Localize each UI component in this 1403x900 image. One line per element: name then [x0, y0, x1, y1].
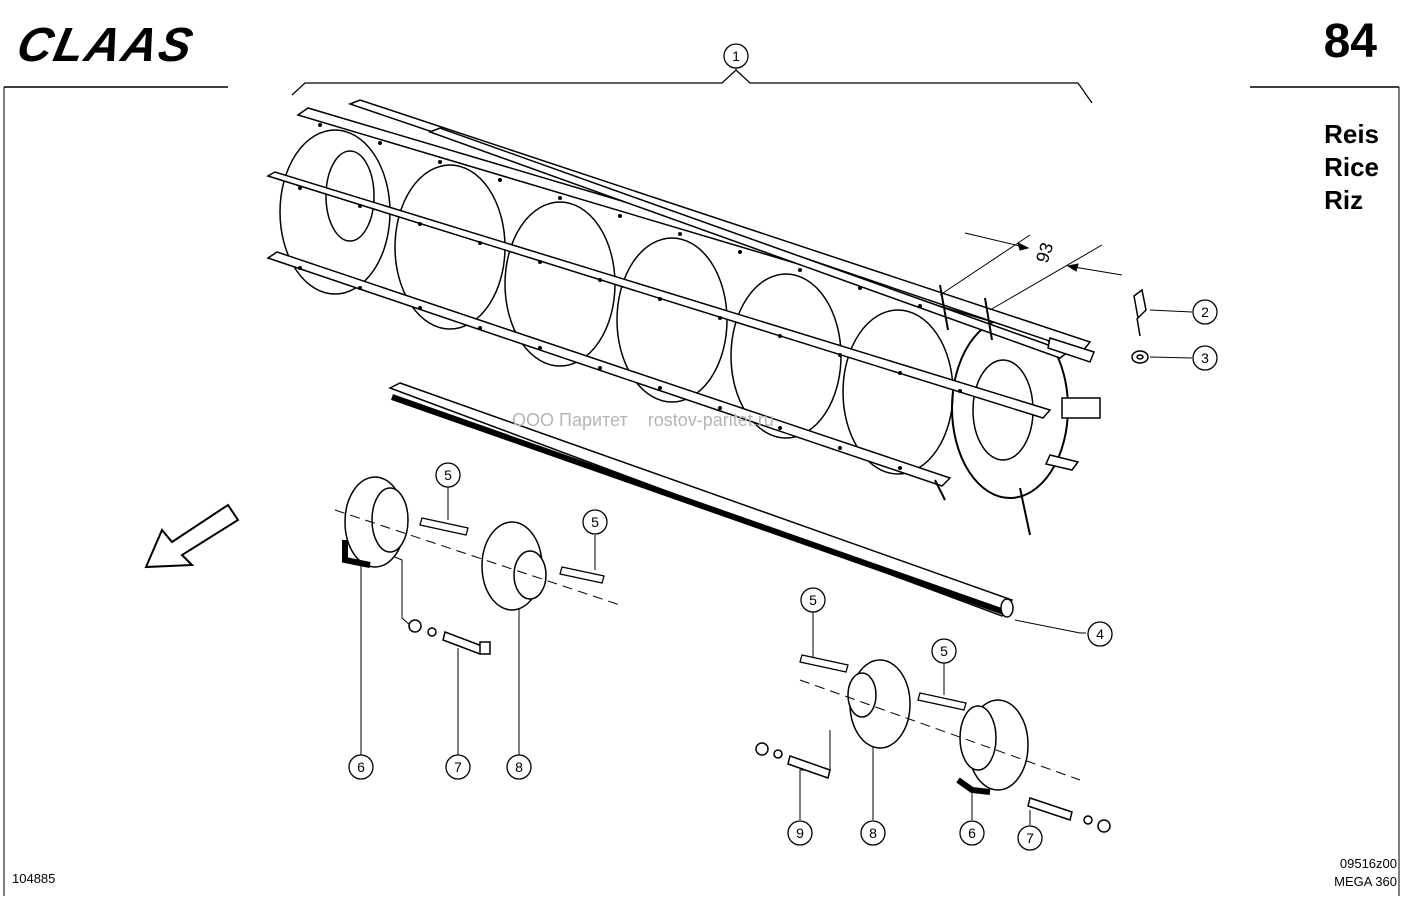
crop-label-list: Reis Rice Riz: [1324, 118, 1379, 217]
callout-8a: 8: [515, 759, 523, 775]
drum-shaft-stub: [1061, 397, 1101, 419]
callout-8b: 8: [869, 825, 877, 841]
drum-clips: [934, 284, 1031, 536]
crop-label-fr: Riz: [1324, 185, 1364, 215]
assembly-bracket: [291, 69, 1093, 104]
header-rules: [3, 86, 1400, 896]
callout-5d: 5: [940, 643, 948, 659]
watermark: ООО Паритет rostov-paritet.ru: [512, 410, 774, 431]
left-flange-set: [334, 476, 621, 655]
main-shaft: [388, 382, 1014, 618]
page-number: 84: [1323, 15, 1377, 68]
threshing-drum-assembly: [266, 99, 1101, 536]
part-nut: [1131, 350, 1149, 364]
dimension-line: [939, 232, 1123, 311]
callout-5a: 5: [444, 467, 452, 483]
keys: [419, 517, 967, 711]
callout-7a: 7: [454, 759, 462, 775]
document-number: 104885: [12, 871, 56, 886]
callout-3: 3: [1201, 350, 1209, 366]
drawing-code: 09516z00: [1339, 856, 1397, 871]
callout-6a: 6: [357, 759, 365, 775]
part-pin: [1133, 288, 1147, 337]
callout-2: 2: [1201, 304, 1209, 320]
callout-bubbles: [348, 43, 1218, 851]
machine-model: MEGA 360: [1334, 874, 1397, 889]
callout-4: 4: [1096, 626, 1104, 642]
direction-arrow-icon: [144, 503, 240, 569]
callout-7b: 7: [1026, 830, 1034, 846]
dimension-label: 93: [1032, 240, 1057, 265]
callout-5c: 5: [809, 592, 817, 608]
callout-1: 1: [732, 48, 740, 64]
watermark-site: rostov-paritet.ru: [647, 410, 774, 430]
right-flange-set: [755, 659, 1111, 833]
callout-numbers: 1 2 3 4 5 5 5 5 6 7 8 9 8 6 7: [357, 48, 1209, 846]
crop-label-de: Reis: [1324, 119, 1379, 149]
rasp-bars: [266, 99, 1095, 487]
crop-label-en: Rice: [1324, 152, 1379, 182]
callout-6b: 6: [968, 825, 976, 841]
callout-9: 9: [796, 825, 804, 841]
watermark-company: ООО Паритет: [512, 410, 628, 430]
drawing-info: 09516z00 MEGA 360: [1334, 855, 1397, 891]
bar-rivets: [298, 123, 962, 470]
callout-5b: 5: [591, 514, 599, 530]
callout-leaders: [360, 68, 1193, 825]
